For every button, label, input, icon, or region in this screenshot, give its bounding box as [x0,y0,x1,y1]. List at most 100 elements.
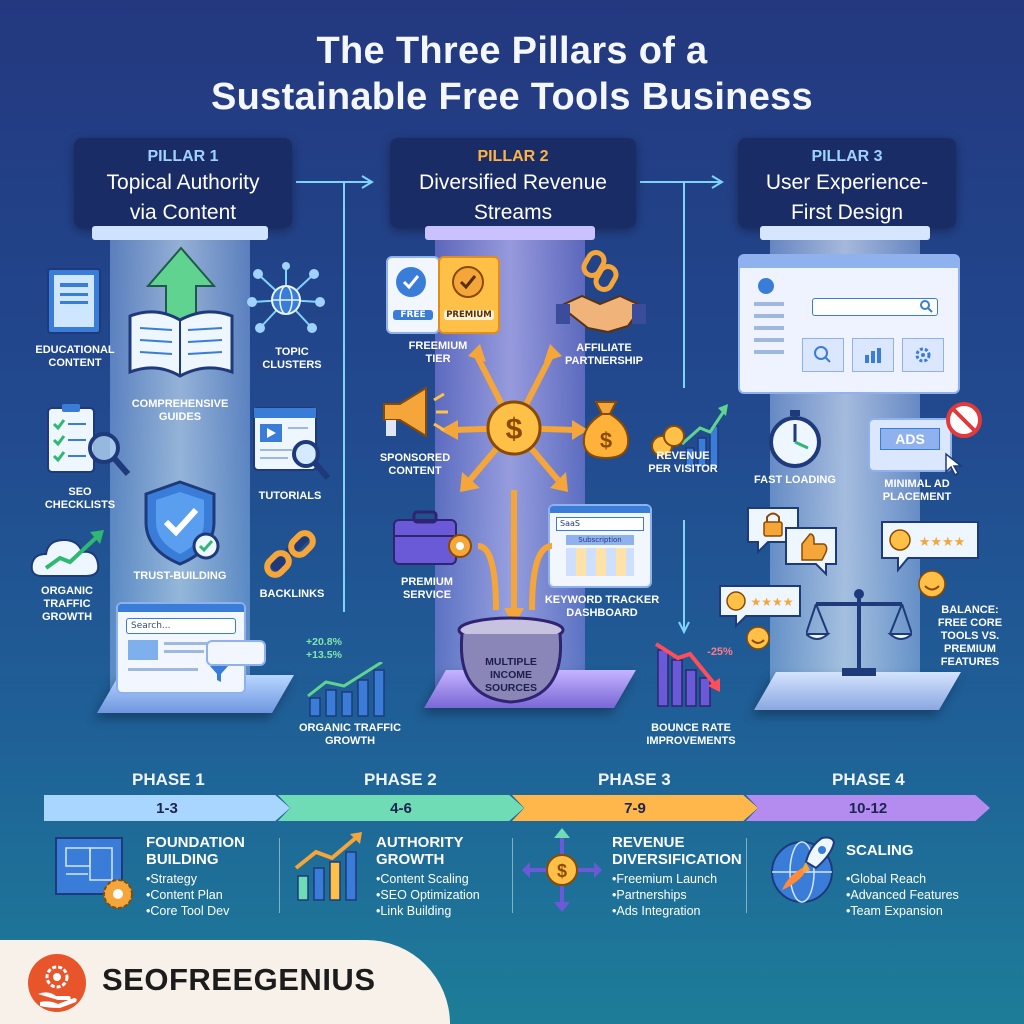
phase-3-label: PHASE 3 [598,770,671,789]
no-ads-icon [946,402,982,438]
brand-logo-icon[interactable] [26,952,88,1014]
list-item: Core Tool Dev [146,903,229,919]
browser-titlebar [740,256,958,268]
avatar [758,278,774,294]
income-flow-arrows [477,490,553,626]
svg-text:$: $ [557,861,567,881]
search-bar[interactable] [812,298,938,316]
bounce-stat: -25% [707,646,733,658]
pillar-2-title-line2: Streams [473,201,553,224]
pillar-1-header: PILLAR 1 Topical Authority via Content [74,138,292,228]
rating-bubble-icon: ★★★★ [881,521,979,573]
traffic-stat-1: +20.8% [306,636,342,648]
list-item: Team Expansion [846,903,959,919]
filter-icon [210,666,228,682]
backlinks-label: BACKLINKS [259,588,325,600]
phase-1-label: PHASE 1 [132,770,205,789]
trust-building-label: TRUST-BUILDING [133,570,227,582]
list-item: Content Scaling [376,871,480,887]
badge-check-icon [452,266,484,298]
blueprint-gear-icon [55,837,133,909]
title-line-1: The Three Pillars of a [316,30,708,72]
tracker-grid [566,548,634,576]
phase-4-label: PHASE 4 [832,770,905,789]
rating-bubble-icon: ★★★★ [719,585,801,628]
gear-icon [915,347,931,363]
cursor-icon [945,452,964,477]
list-item: SEO Optimization [376,887,479,903]
revenue-arrows-hub: $ [440,344,588,492]
keyword-tracker-dashboard: SaaS Subscription [548,504,652,588]
phase-1-list: Strategy Content Plan Core Tool Dev [146,871,229,919]
bounce-rate-chart-icon [654,642,720,707]
smiley-icon [918,570,946,598]
divider [746,838,747,913]
list-item: Content Plan [146,887,229,903]
pillar-3-header: PILLAR 3 User Experience- First Design [738,138,956,228]
growth-bar-chart-icon [307,662,385,717]
search-bar[interactable]: Search... [126,618,236,634]
page-title: The Three Pillars of a Sustainable Free … [0,28,1024,120]
traffic-stats: +20.8% +13.5% [306,636,386,662]
phase-1-segment: 1-3 [44,795,290,821]
globe-network-icon [247,262,325,333]
dollar-arrows-icon: $ [522,828,602,912]
phase-4-title: SCALING [846,842,914,859]
bar-chart-icon [865,348,881,363]
magnifier-icon [814,346,831,363]
briefcase-gear-icon [393,510,472,565]
phase-3-list: Freemium Launch Partnerships Ads Integra… [612,871,717,919]
cloud-growth-icon [30,530,104,577]
list-item: Partnerships [612,887,717,903]
tool-tile-chart[interactable] [852,338,894,372]
handshake-link-icon [556,250,646,334]
tutorials-label: TUTORIALS [258,490,322,502]
checklist-magnifier-icon [47,404,131,476]
pillar-2-number: PILLAR 2 [477,148,549,165]
rocket-globe-icon [771,836,836,903]
brand-name[interactable]: SEOFREEGENIUS [102,962,376,997]
pillar-2-capital [425,226,595,240]
phase-4-list: Global Reach Advanced Features Team Expa… [846,871,959,919]
search-placeholder: Search... [131,621,171,631]
divider [512,838,513,913]
subscription-tab: Subscription [566,535,634,545]
list-item: Global Reach [846,871,959,887]
money-bag-icon: $ [582,401,630,460]
pillar-1-title-line2: via Content [129,201,237,224]
ads-text: ADS [880,428,940,450]
balance-scale-icon [806,589,912,676]
up-arrow-book-icon [128,246,234,378]
pillar-3-title-line2: First Design [790,201,904,224]
chain-link-icon [264,530,316,578]
smiley-icon [746,626,770,650]
phase-2-segment: 4-6 [278,795,524,821]
sidebar-menu [754,302,784,362]
search-icon[interactable] [920,300,934,314]
tool-tile-settings[interactable] [902,338,944,372]
dashboard-titlebar [550,506,650,513]
pillar-3-title-line1: User Experience- [765,171,929,194]
shield-check-icon [144,480,220,566]
phase-4-segment: 10-12 [746,795,990,821]
result-line [164,650,204,653]
fast-loading-label: FAST LOADING [754,474,836,486]
svg-text:★★★★: ★★★★ [919,535,966,550]
website-mockup [738,254,960,394]
phase-2-label: PHASE 2 [364,770,437,789]
list-item: Freemium Launch [612,871,717,887]
window-titlebar [118,604,244,612]
tool-tile-search[interactable] [802,338,844,372]
ad-banner: ADS [868,418,952,472]
cauldron-icon [457,616,565,704]
